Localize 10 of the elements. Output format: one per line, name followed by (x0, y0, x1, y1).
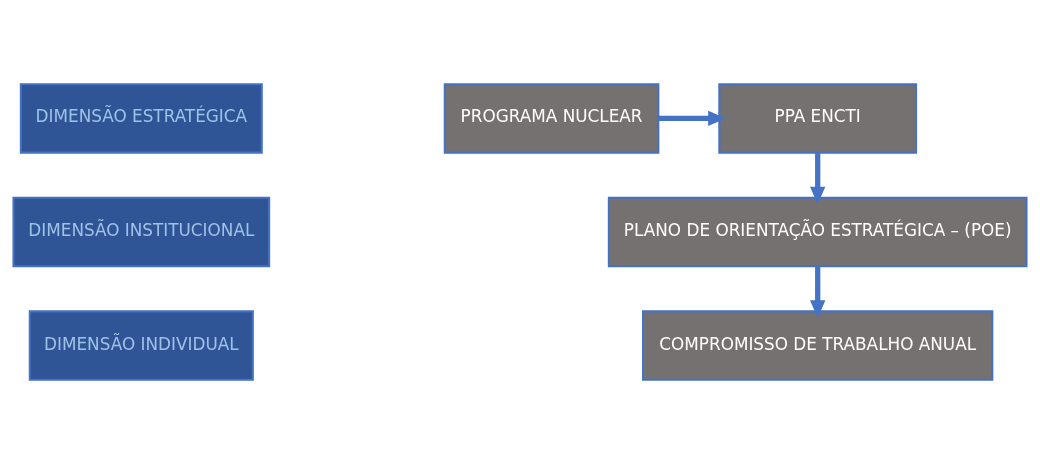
node-box: PROGRAMA NUCLEAR (443, 83, 660, 154)
node-box: DIMENSÃO INSTITUCIONAL (12, 196, 271, 268)
arrow (810, 152, 826, 205)
node-box: DIMENSÃO ESTRATÉGICA (19, 83, 263, 154)
node-box: COMPROMISSO DE TRABALHO ANUAL (642, 310, 994, 381)
node-box: DIMENSÃO INDIVIDUAL (28, 310, 254, 381)
node-box: PLANO DE ORIENTAÇÃO ESTRATÉGICA – (POE) (607, 196, 1028, 268)
node-box: PPA ENCTI (718, 83, 918, 154)
arrow (810, 266, 826, 318)
arrow (658, 110, 726, 127)
